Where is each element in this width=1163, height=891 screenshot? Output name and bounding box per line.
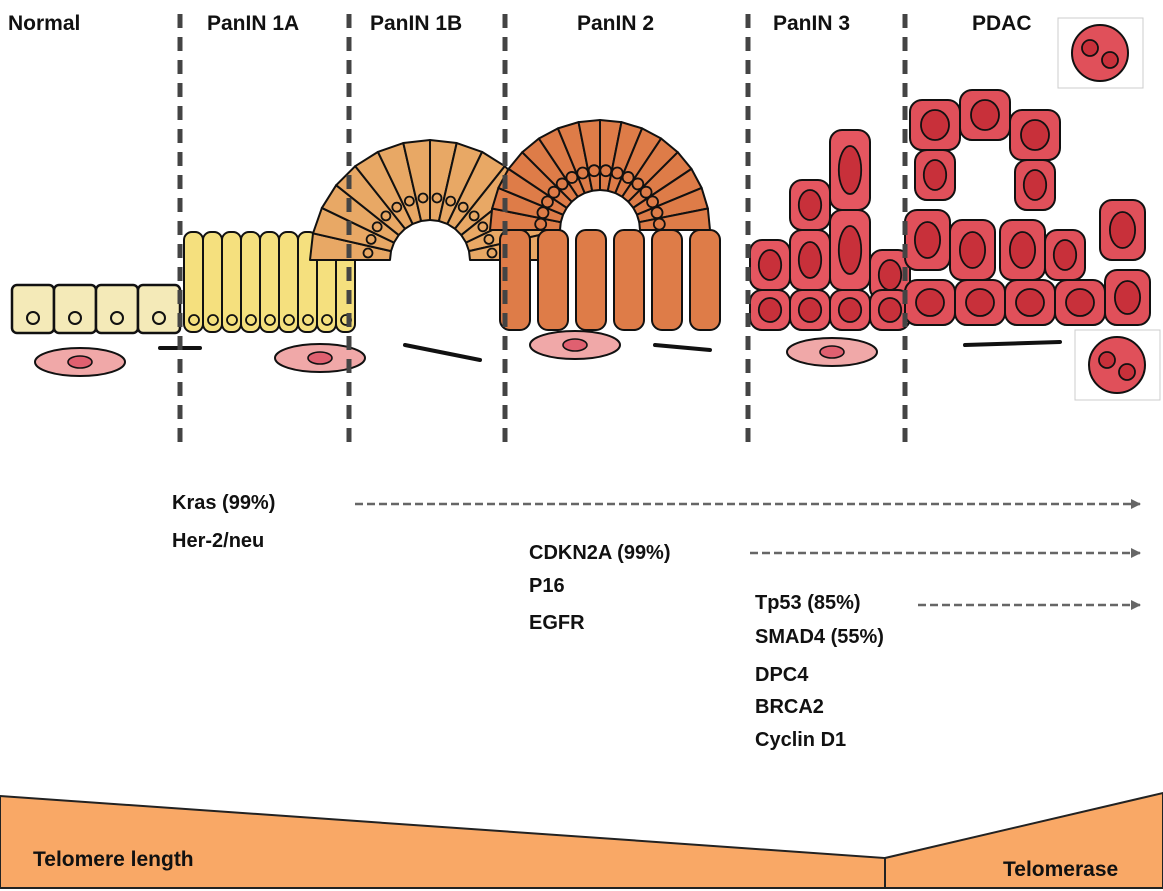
nucleus [924,160,946,190]
nucleus [820,346,844,358]
panin-1a-cell [203,232,222,332]
nucleus [759,298,781,322]
telomere-length-wedge [0,796,885,888]
nucleus [839,298,861,322]
nucleus [1054,240,1076,270]
gene-p16: P16 [529,575,565,598]
nucleus [966,289,994,316]
nucleus [68,356,92,368]
panin-1a-cell [222,232,241,332]
panin-1a-cell [279,232,298,332]
nucleus [915,222,940,258]
panin-1a-cell [184,232,203,332]
nucleus [971,100,999,130]
basement-membrane [655,345,710,350]
stage-label-pdac: PDAC [972,12,1032,36]
gene-her2: Her-2/neu [172,530,264,553]
gene-cyclin-d1: Cyclin D1 [755,729,846,752]
nucleus [1066,289,1094,316]
gene-kras: Kras (99%) [172,492,275,515]
nucleus [1010,232,1035,268]
nucleus [921,110,949,140]
cell-cluster [1089,337,1145,393]
panin-2-cell [690,230,720,330]
gene-smad4: SMAD4 (55%) [755,626,884,649]
stage-label-panin-2: PanIN 2 [577,12,654,36]
panin-2-cell [576,230,606,330]
nucleus [1099,352,1115,368]
stage-label-normal: Normal [8,12,80,36]
mutation-arrows [355,504,1140,605]
nucleus [839,226,861,274]
nucleus [799,298,821,322]
basement-membrane [405,345,480,360]
gene-cdkn2a: CDKN2A (99%) [529,542,671,565]
nucleus [799,190,821,220]
normal-cell [96,285,138,333]
cell-cluster [1072,25,1128,81]
nucleus [563,339,587,351]
normal-cell [12,285,54,333]
normal-cell [138,285,180,333]
gene-tp53: Tp53 (85%) [755,592,861,615]
panin-1a-cell [260,232,279,332]
nucleus [308,352,332,364]
telomere-length-label: Telomere length [33,848,194,872]
gene-dpc4: DPC4 [755,664,808,687]
nucleus [879,260,901,290]
epithelium-illustration [12,18,1160,400]
gene-egfr: EGFR [529,612,585,635]
stage-label-panin-3: PanIN 3 [773,12,850,36]
nucleus [839,146,861,194]
panin-2-cell [538,230,568,330]
nucleus [1102,52,1118,68]
stage-label-panin-1b: PanIN 1B [370,12,462,36]
nucleus [1115,281,1140,314]
nucleus [1119,364,1135,380]
telomerase-label: Telomerase [1003,858,1118,882]
telomere-bar [0,793,1163,888]
nucleus [960,232,985,268]
panin-2-cell [652,230,682,330]
nucleus [1110,212,1135,248]
nucleus [879,298,901,322]
nucleus [1082,40,1098,56]
normal-cell [54,285,96,333]
panin-1a-cell [241,232,260,332]
nucleus [1024,170,1046,200]
panin-2-cell [614,230,644,330]
gene-brca2: BRCA2 [755,696,824,719]
nucleus [916,289,944,316]
nucleus [759,250,781,280]
stage-label-panin-1a: PanIN 1A [207,12,299,36]
basement-membrane [965,342,1060,345]
nucleus [1016,289,1044,316]
nucleus [799,242,821,278]
nucleus [1021,120,1049,150]
